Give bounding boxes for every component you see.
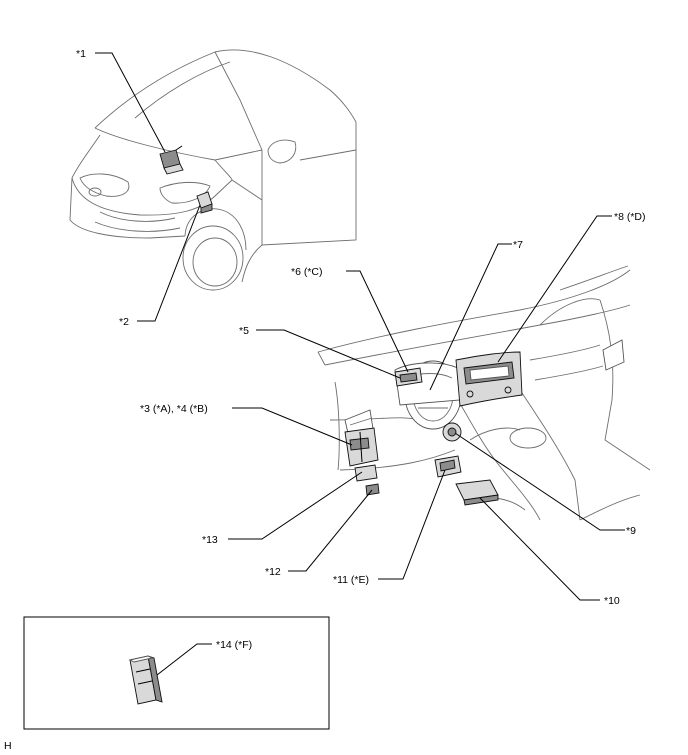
callout-2: *2 xyxy=(119,316,129,328)
part-2-component xyxy=(196,191,213,214)
part-10-component xyxy=(455,479,499,506)
callout-9: *9 xyxy=(626,525,636,537)
callout-8: *8 (*D) xyxy=(614,211,646,223)
callout-11: *11 (*E) xyxy=(333,574,369,586)
part-14-component xyxy=(128,655,163,705)
callout-12: *12 xyxy=(265,566,281,578)
callout-14: *14 (*F) xyxy=(216,639,252,651)
callout-6: *6 (*C) xyxy=(291,266,323,278)
part-3-4-component xyxy=(344,427,379,467)
figure-code: H xyxy=(4,740,12,752)
callout-3-4: *3 (*A), *4 (*B) xyxy=(140,403,208,415)
part-12-component xyxy=(365,483,380,496)
part-1-component xyxy=(159,145,184,175)
callout-5: *5 xyxy=(239,325,249,337)
part-8-component xyxy=(455,351,523,407)
inset-frame xyxy=(23,616,330,730)
callout-7: *7 xyxy=(513,239,523,251)
part-9-component xyxy=(442,422,462,442)
callout-1: *1 xyxy=(76,48,86,60)
vehicle-exterior-illustration xyxy=(69,49,357,291)
callout-13: *13 xyxy=(202,534,218,546)
leader-lines xyxy=(95,52,625,683)
part-13-component xyxy=(354,464,378,482)
callout-10: *10 xyxy=(604,595,620,607)
part-6-component xyxy=(394,367,423,387)
part-11-component xyxy=(434,455,462,478)
